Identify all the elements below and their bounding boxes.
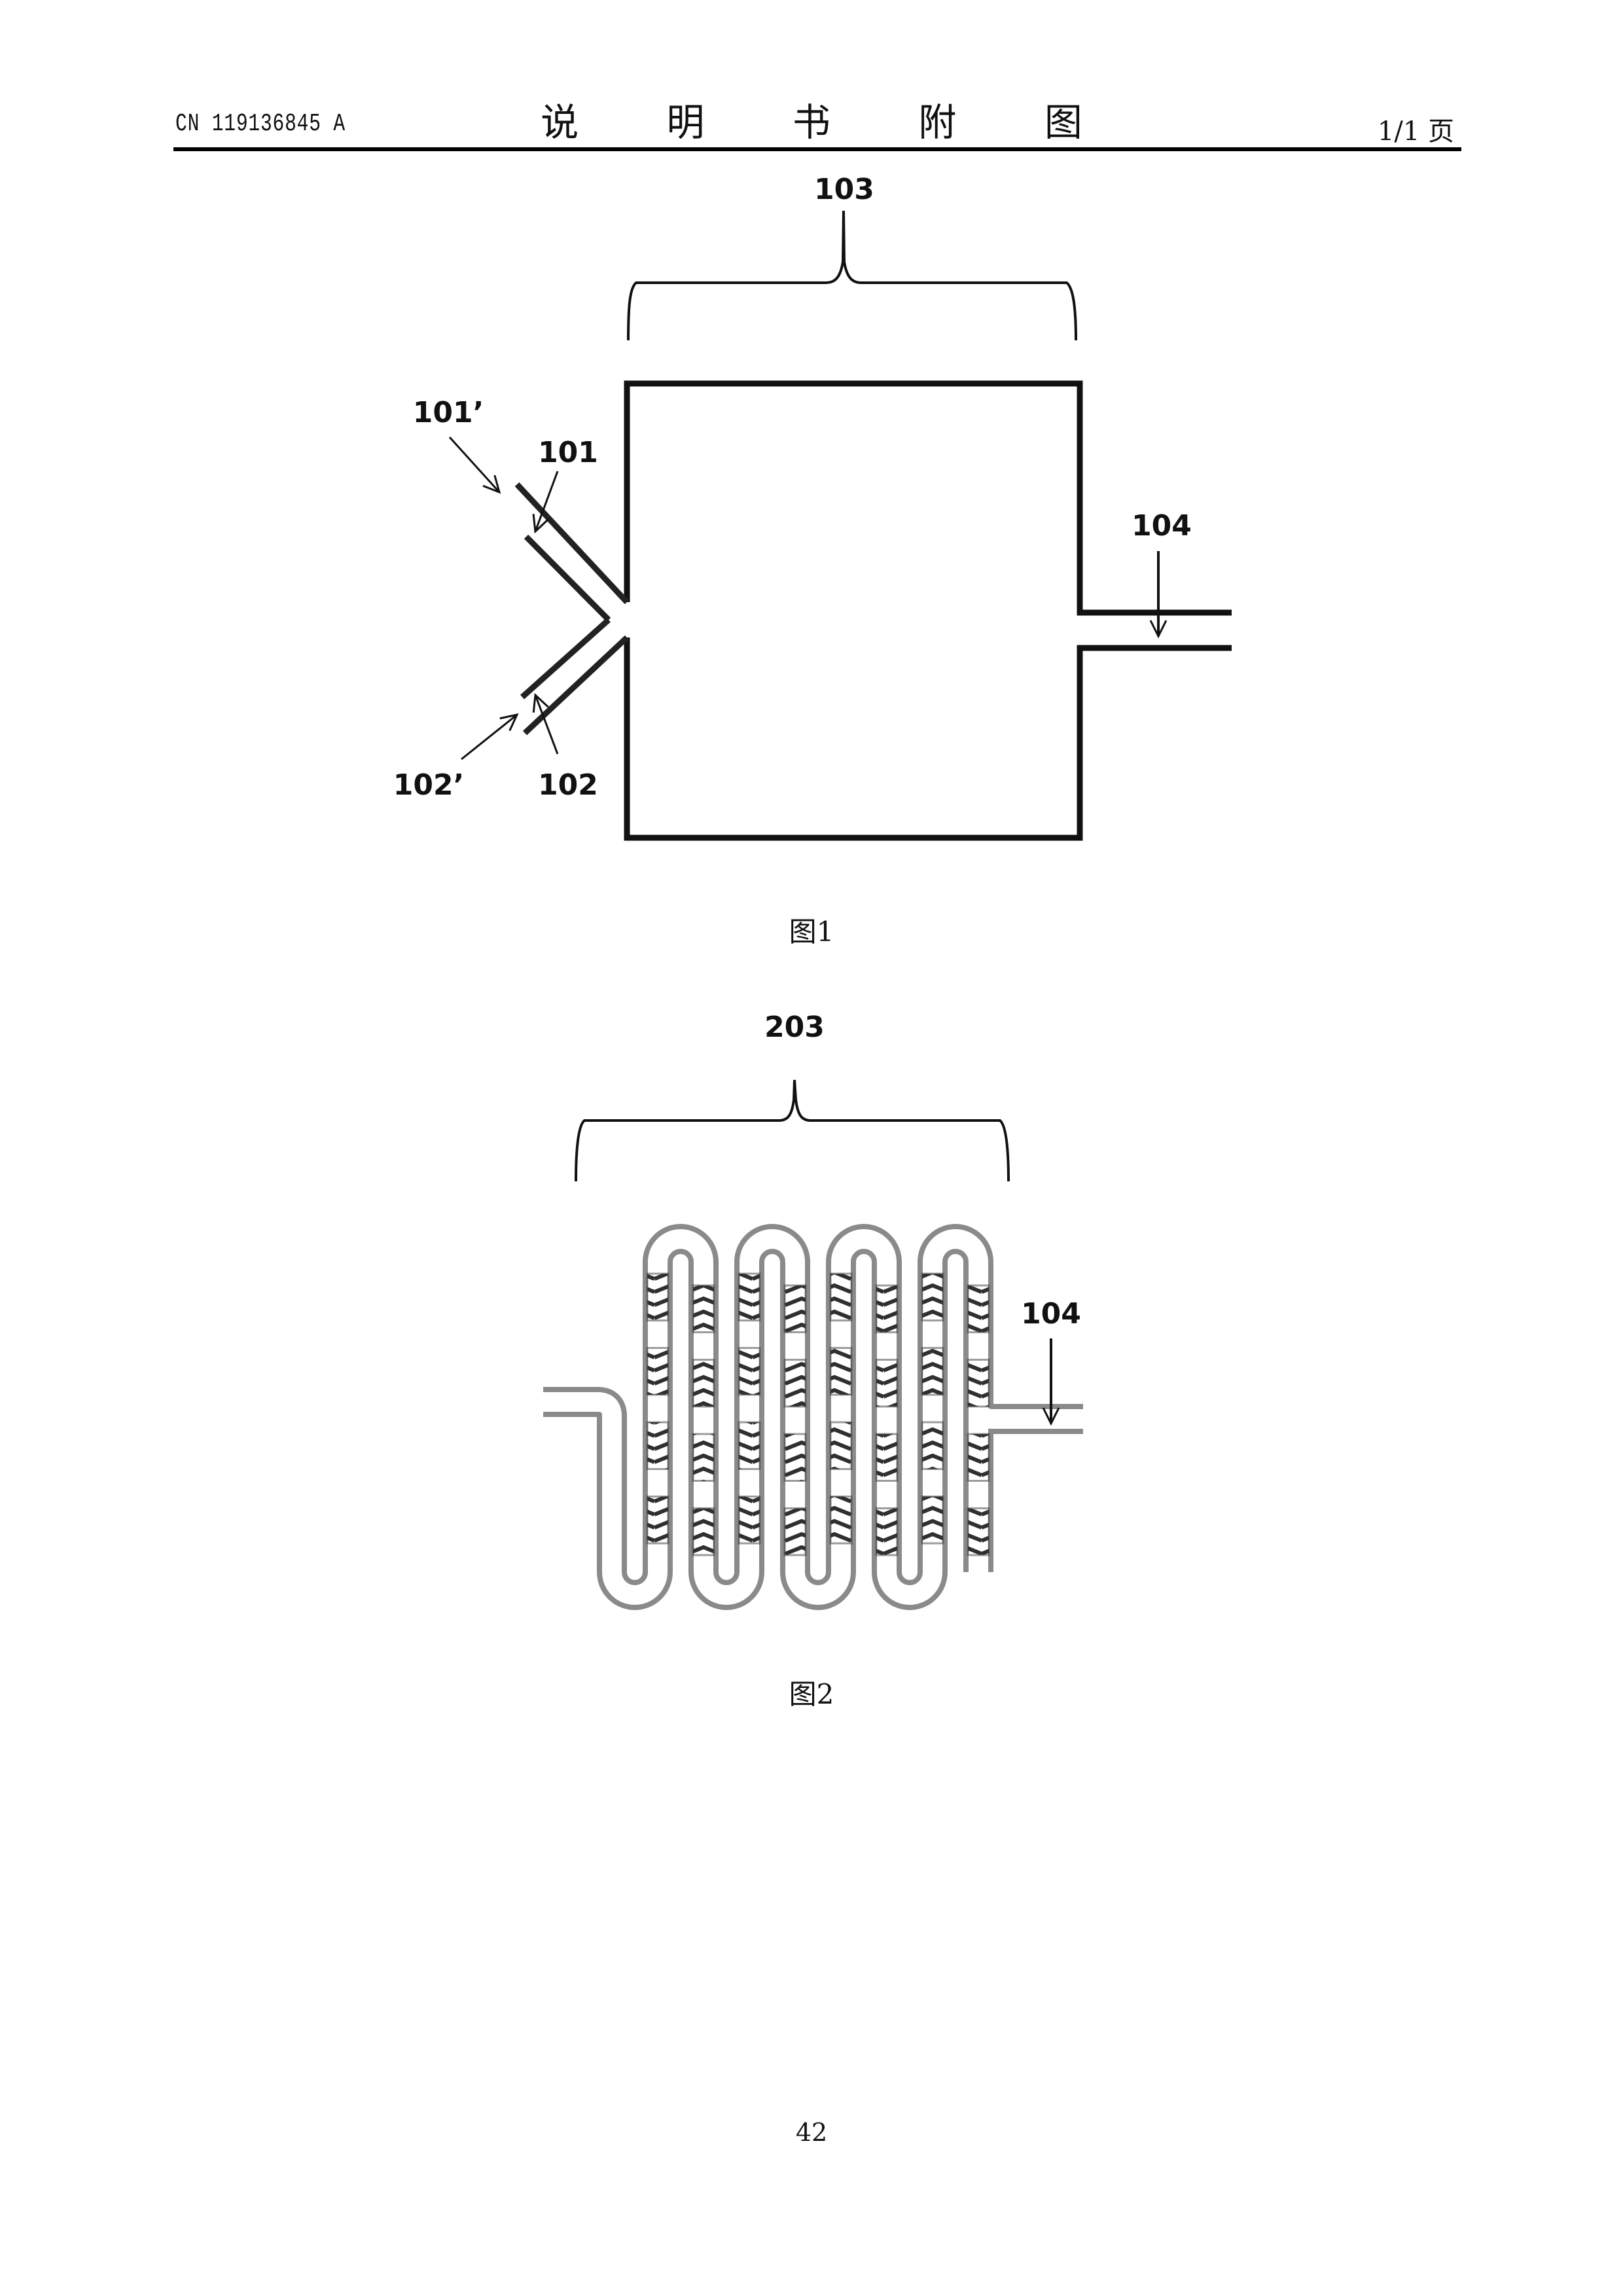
chevron-group-outline [738,1421,761,1470]
chevron-group-outline [967,1433,990,1482]
figure-2-caption: 图2 [789,1678,834,1710]
chevron-group-outline [646,1272,669,1321]
figure-1-caption: 图1 [789,916,834,948]
chevron-group-outline [875,1284,899,1333]
chevron-group-outline [783,1284,807,1333]
chevron-group [785,1434,806,1481]
chevron-group-outline [738,1272,761,1321]
chevron-group-outline [875,1433,899,1482]
chevron-group [693,1285,714,1333]
chevron-group [830,1348,851,1395]
chevron-group [647,1274,668,1321]
chevron-group [922,1274,943,1321]
page-number: 42 [795,2118,828,2147]
chevron-group [830,1274,851,1321]
arrow-102 [532,692,559,755]
chevron-group-outline [829,1347,853,1396]
chevron-group-outline [783,1433,807,1482]
page-indicator: 1/1 页 [1377,117,1454,147]
chevron-group-outline [875,1359,899,1408]
chevron-group-outline [829,1421,853,1470]
brace-103 [627,210,1077,341]
chevron-group [876,1285,897,1333]
label-203: 203 [764,1011,825,1044]
chevron-group [922,1348,943,1395]
inlet-channel-102 [520,617,630,736]
chevron-group-outline [692,1359,715,1408]
chevron-group [647,1422,668,1469]
label-101-prime: 101’ [413,396,484,429]
header-rule [173,147,1461,151]
chevron-group-outline [921,1421,944,1470]
mixing-chamber-103 [624,380,1232,841]
chevron-group [876,1508,897,1555]
chevron-group [785,1359,806,1407]
chevron-group-outline [829,1272,853,1321]
chevron-group [876,1359,897,1407]
chevron-group [647,1348,668,1395]
chevron-group-outline [738,1496,761,1545]
serpentine-mixer-203 [543,1224,1083,1610]
chevron-group-outline [646,1347,669,1396]
chevron-group [968,1359,989,1407]
chevron-group-outline [921,1272,944,1321]
chevron-group-outline [738,1347,761,1396]
chevron-group-outline [692,1433,715,1482]
chevron-group [922,1422,943,1469]
label-103: 103 [814,173,874,206]
chevron-group [693,1508,714,1555]
chevron-group [739,1422,760,1469]
chevron-group-outline [692,1284,715,1333]
label-102-prime: 102’ [393,768,465,802]
label-104-fig1: 104 [1132,509,1192,543]
chevron-group-outline [921,1496,944,1545]
chevron-group-outline [692,1507,715,1556]
chevron-group [647,1496,668,1543]
chevron-group [830,1422,851,1469]
label-102: 102 [538,768,598,802]
chevron-group-outline [783,1507,807,1556]
chevron-group-outline [783,1359,807,1408]
chevron-group-outline [921,1347,944,1396]
chevron-group-outline [967,1359,990,1408]
label-101: 101 [538,436,598,469]
chevron-group [785,1508,806,1555]
chevron-group [968,1434,989,1481]
chevron-group [693,1434,714,1481]
arrow-101 [532,471,559,534]
chevron-group [968,1508,989,1555]
chevron-group-outline [829,1496,853,1545]
chevron-group [830,1496,851,1543]
arrow-102-prime [461,713,519,761]
chevron-group-outline [646,1496,669,1545]
chevron-group-outline [646,1421,669,1470]
chevron-group [968,1285,989,1333]
label-104-fig2: 104 [1021,1297,1081,1331]
chevron-group-outline [967,1507,990,1556]
chevron-group [739,1348,760,1395]
arrow-101-prime [448,436,501,494]
chevron-group-outline [875,1507,899,1556]
chevron-group-outline [967,1284,990,1333]
section-title: 说 明 书 附 图 [541,100,1120,145]
publication-number: CN 119136845 A [175,110,346,138]
chevron-group [739,1274,760,1321]
chevron-group [922,1496,943,1543]
chevron-group [876,1434,897,1481]
chevron-group [693,1359,714,1407]
chevron-group [785,1285,806,1333]
brace-203 [575,1079,1010,1182]
chevron-group [739,1496,760,1543]
inlet-channel-101 [514,482,630,622]
